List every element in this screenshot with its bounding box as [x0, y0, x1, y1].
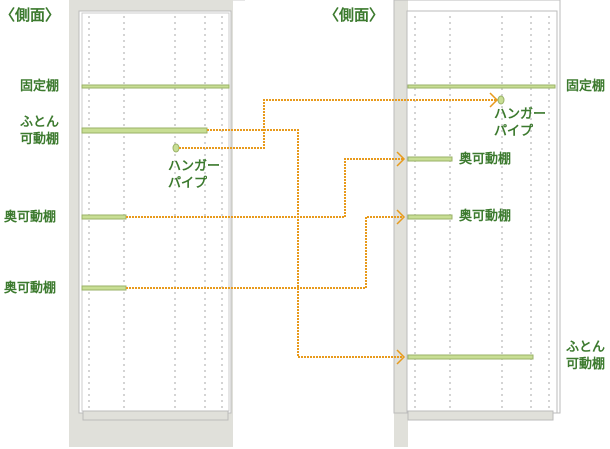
back2-arrow-line [126, 216, 404, 289]
futon-arrow-line [207, 129, 404, 358]
futon-shelf [81, 127, 208, 134]
label-futon-2: 可動棚 [20, 132, 60, 147]
back1-arrow-line [126, 158, 404, 218]
arrow-head-icon [396, 209, 406, 225]
arrow-head-icon [396, 151, 406, 167]
label-pipe-1: ハンガー [494, 107, 547, 122]
right-title: 〈側面〉 [324, 6, 385, 24]
arrow-heads [396, 92, 499, 365]
back-shelf-2 [81, 285, 127, 291]
label-futon-2: 可動棚 [566, 357, 606, 372]
label-pipe-2: パイプ [168, 176, 208, 191]
back-shelf-1 [407, 156, 453, 162]
pipe-arrow-line [179, 99, 497, 149]
fixed-shelf [81, 84, 230, 89]
left-cabinet [69, 0, 245, 447]
futon-shelf [407, 354, 534, 360]
fixed-shelf [407, 84, 556, 89]
label-fixed-shelf: 固定棚 [566, 79, 606, 94]
label-back-shelf-2: 奥可動棚 [4, 281, 57, 296]
arrow-head-icon [396, 349, 406, 365]
label-futon-1: ふとん [566, 340, 606, 355]
label-pipe-1: ハンガー [168, 159, 221, 174]
right-cabinet [393, 0, 561, 447]
label-back-shelf-1: 奥可動棚 [459, 152, 512, 167]
label-futon-1: ふとん [20, 115, 60, 130]
label-back-shelf-1: 奥可動棚 [4, 210, 57, 225]
left-title: 〈側面〉 [0, 6, 61, 24]
label-pipe-2: パイプ [494, 124, 534, 139]
move-arrows [126, 99, 497, 358]
hanger-pipe [172, 143, 180, 153]
label-fixed-shelf: 固定棚 [20, 79, 60, 94]
label-back-shelf-2: 奥可動棚 [459, 209, 512, 224]
back-shelf-2 [407, 214, 453, 220]
arrow-head-icon [489, 92, 499, 108]
hanger-pipe [497, 95, 505, 105]
back-shelf-1 [81, 214, 127, 220]
